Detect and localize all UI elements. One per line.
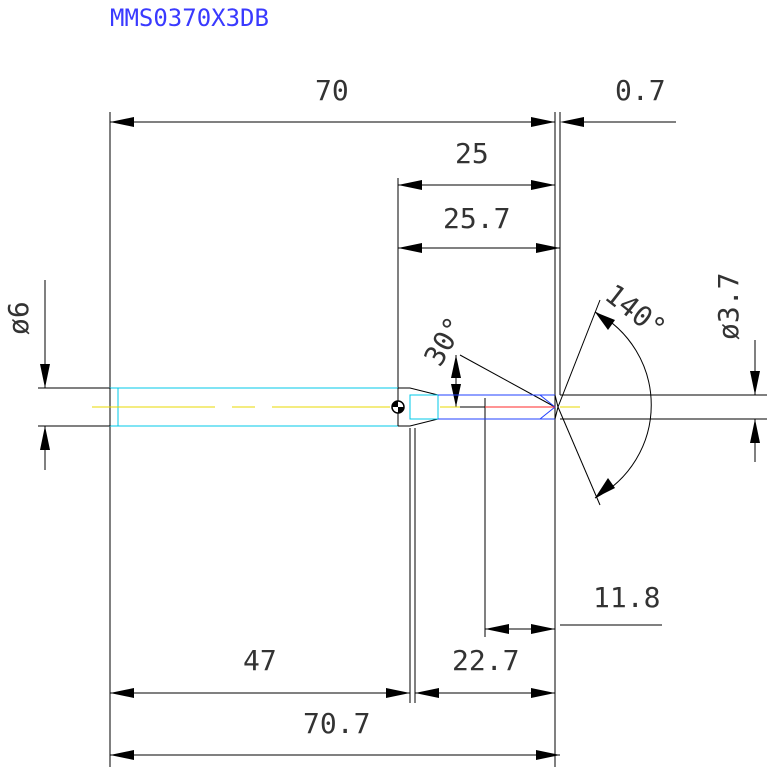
dimension-tip-offset: 0.7 <box>560 74 666 127</box>
label-body-length: 22.7 <box>452 644 519 677</box>
label-flute-length: 25 <box>455 137 489 170</box>
extension-lines <box>38 112 767 767</box>
dimension-shank-diameter: ø6 <box>2 280 50 470</box>
dimension-body-length: 22.7 <box>415 644 555 698</box>
center-marker <box>391 400 405 414</box>
dimension-cut-length: 11.8 <box>485 581 660 634</box>
label-neck-length: 25.7 <box>443 202 510 235</box>
label-overall-length: 70 <box>315 74 349 107</box>
dimension-flute-length: 25 <box>398 137 555 190</box>
label-shank-length: 47 <box>243 644 277 677</box>
label-tip-diameter: ø3.7 <box>712 273 745 340</box>
dimension-shank-length: 47 <box>110 644 410 698</box>
dimension-total-length: 70.7 <box>110 707 560 760</box>
label-point-angle: 140° <box>599 278 672 346</box>
label-shank-diameter: ø6 <box>2 301 35 335</box>
label-cut-length: 11.8 <box>593 581 660 614</box>
dimension-tip-diameter: ø3.7 <box>712 273 760 462</box>
label-chamfer-angle: 30° <box>417 311 471 371</box>
dimension-chamfer-angle: 30° <box>417 311 556 408</box>
dimension-point-angle: 140° <box>557 278 672 506</box>
label-tip-offset: 0.7 <box>615 74 666 107</box>
label-total-length: 70.7 <box>303 707 370 740</box>
part-number-title: MMS0370X3DB <box>110 4 269 32</box>
dimension-overall-length: 70 <box>110 74 555 127</box>
dimension-neck-length: 25.7 <box>398 202 560 253</box>
